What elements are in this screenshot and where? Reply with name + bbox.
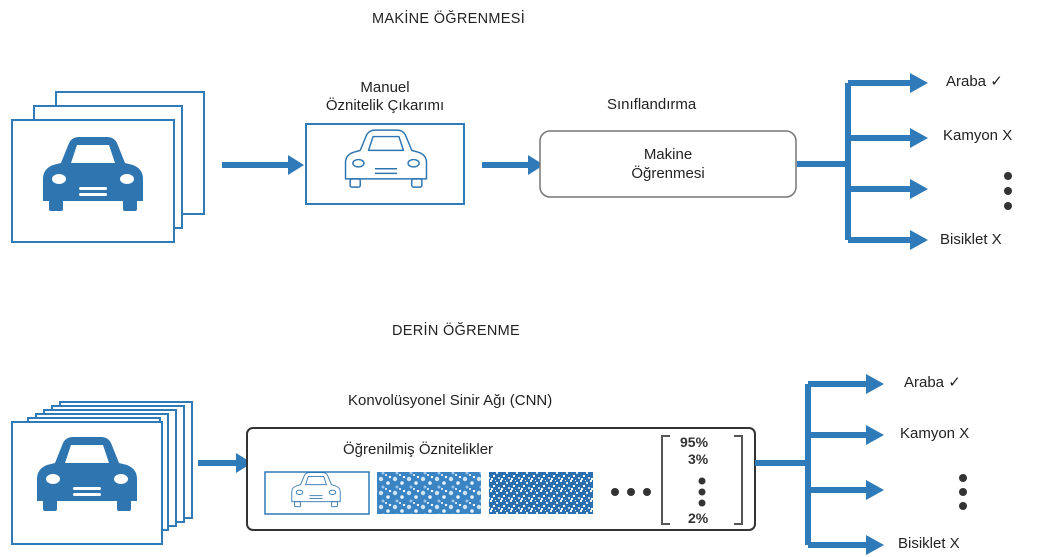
- bottom-section-title: DERİN ÖĞRENME: [392, 323, 520, 339]
- cnn-label: Konvolüsyonel Sinir Ağı (CNN): [348, 392, 553, 409]
- probability-bracket: [661, 435, 743, 525]
- top-output-truck: Kamyon X: [943, 127, 1013, 144]
- bottom-input-image-stack: [11, 401, 193, 545]
- bottom-output-bicycle: Bisiklet X: [898, 535, 960, 552]
- bottom-output-arrowheads: [866, 374, 884, 555]
- learned-feature-maps: [264, 471, 593, 515]
- learned-features-label: Öğrenilmiş Öznitelikler: [343, 441, 494, 458]
- classification-label: Sınıflandırma: [607, 96, 697, 113]
- top-output-car: Araba ✓: [946, 73, 1003, 90]
- feature-extraction-label-line1: Manuel: [360, 79, 410, 96]
- vertical-ellipsis-icon: [959, 474, 967, 510]
- feature-extraction-label-line2: Öznitelik Çıkarımı: [325, 97, 445, 114]
- vertical-ellipsis-icon: [698, 477, 706, 507]
- bottom-output-truck: Kamyon X: [900, 425, 970, 442]
- top-section-title: MAKİNE ÖĞRENMESİ: [372, 11, 526, 27]
- manual-feature-box: [305, 123, 465, 205]
- top-output-branches: [797, 80, 912, 243]
- vertical-ellipsis-icon: [1004, 172, 1012, 210]
- top-output-arrowheads: [910, 73, 928, 250]
- top-input-image-stack: [11, 91, 205, 243]
- ml-box: [539, 130, 797, 198]
- arrow-right-icon: [198, 453, 252, 473]
- arrow-right-icon: [482, 155, 544, 175]
- bottom-output-branches: [755, 381, 868, 548]
- ml-box-label-line2: Öğrenmesi: [631, 165, 705, 182]
- bottom-output-car: Araba ✓: [904, 374, 961, 391]
- ml-box-label-line1: Makine: [643, 146, 693, 163]
- probability-car: 95%: [680, 434, 709, 450]
- probability-bicycle: 2%: [688, 510, 709, 526]
- feature-map-2: [377, 472, 481, 514]
- arrow-right-icon: [222, 155, 304, 175]
- feature-map-3: [489, 472, 593, 514]
- probability-truck: 3%: [688, 451, 709, 467]
- top-output-bicycle: Bisiklet X: [940, 231, 1002, 248]
- ellipsis-icon: [611, 488, 651, 496]
